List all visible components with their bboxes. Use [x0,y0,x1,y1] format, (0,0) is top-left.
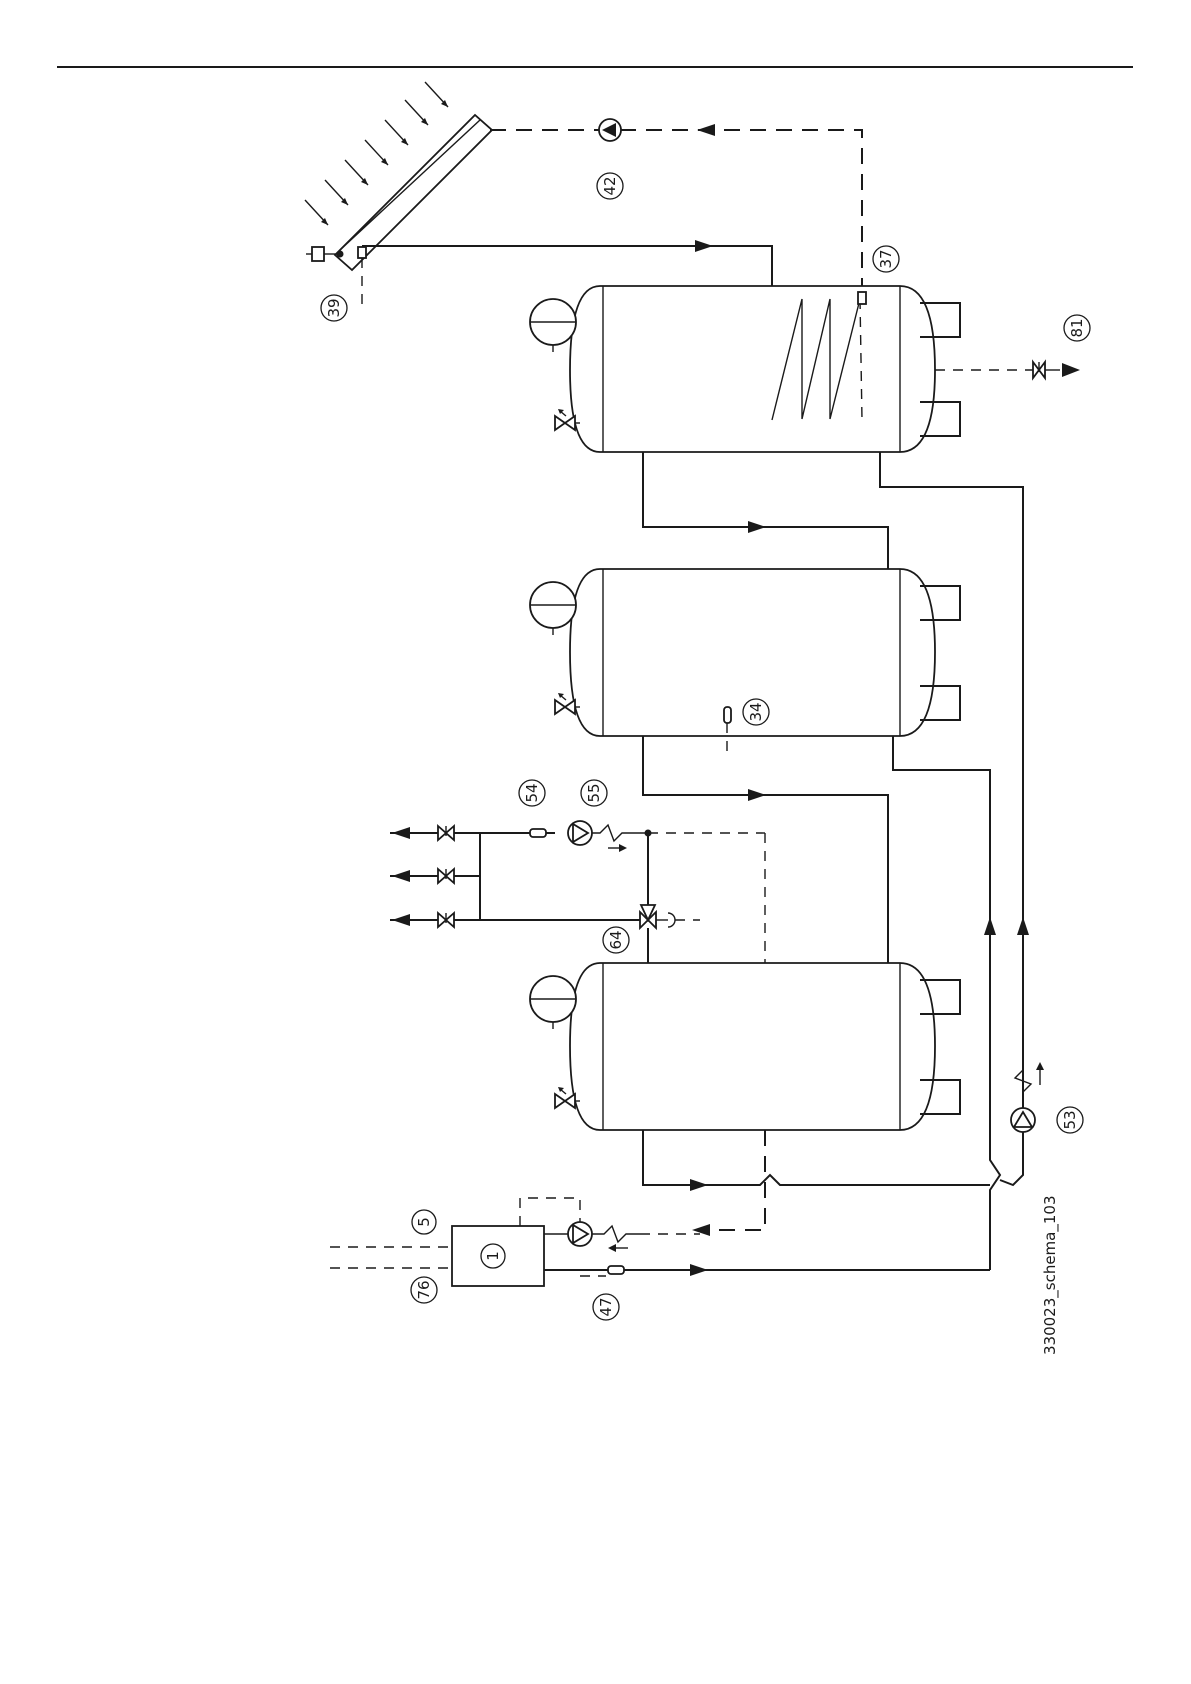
callout-boiler: 1 [481,1244,505,1268]
expansion-vessel-icon [530,976,576,1029]
svg-text:81: 81 [1068,318,1086,337]
callout-53: 53 [1057,1107,1083,1133]
pump-53-outlet [1000,1132,1023,1185]
reference-code: 330023_schema_103 [1041,1196,1060,1356]
callout-76: 76 [411,1277,437,1303]
solar-pump-icon [599,119,621,141]
circulation-pump-icon [1011,1108,1035,1132]
svg-text:39: 39 [325,298,343,317]
expansion-vessel-icon [530,582,576,635]
tank-bottom [570,963,935,1130]
cold-water-inlet-icon [1062,363,1080,377]
svg-text:5: 5 [415,1217,433,1227]
pipe-bottom-tank-to-loop [643,1130,990,1185]
air-vent-icon [306,247,344,261]
callout-37: 37 [873,246,899,272]
svg-text:53: 53 [1061,1110,1079,1129]
callout-39: 39 [321,295,347,321]
svg-text:34: 34 [747,702,765,721]
callout-81: 81 [1064,315,1090,341]
tank-solar [570,286,935,452]
callout-54: 54 [519,780,545,806]
recirculation-check-valve-icon [592,825,648,841]
boiler-return-dashed [700,1130,765,1230]
sun-rays [305,82,448,225]
temperature-probe-icon [724,707,731,723]
callout-55: 55 [581,780,607,806]
boiler-pump-icon [568,1222,592,1246]
recirculation-probe-icon [530,829,546,837]
svg-text:54: 54 [523,783,541,802]
svg-text:55: 55 [585,783,603,802]
svg-text:76: 76 [415,1280,433,1299]
svg-text:64: 64 [607,930,625,949]
tank-solar-probe-icon [858,292,866,304]
callout-47: 47 [593,1294,619,1320]
svg-text:47: 47 [597,1297,615,1316]
svg-text:1: 1 [484,1251,502,1261]
boiler-flow-probe-icon [608,1266,624,1274]
callout-34: 34 [743,699,769,725]
callout-64: 64 [603,927,629,953]
boiler-check-valve-icon [592,1226,640,1242]
drain-valve-icon [1033,362,1045,378]
svg-text:42: 42 [601,176,619,195]
recirculation-pump-icon [568,821,592,845]
pipe-solar-to-middle [643,452,888,569]
expansion-vessel-icon [530,299,576,352]
mixing-valve-icon [640,905,675,928]
callout-42: 42 [597,173,623,199]
collector-probe-icon [358,247,366,258]
dhw-outlet-valves [438,826,454,927]
callout-5: 5 [412,1210,436,1234]
svg-text:37: 37 [877,249,895,268]
